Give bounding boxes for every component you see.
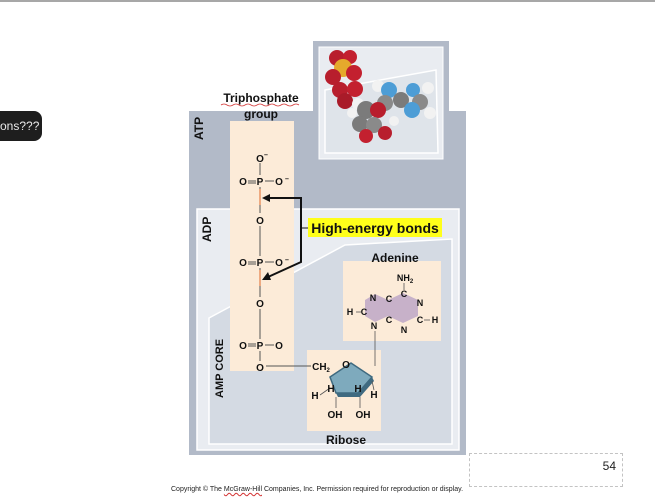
oxygen-atom: O bbox=[275, 177, 283, 188]
nitrogen-atom: N bbox=[370, 293, 377, 303]
spellcheck-squiggle bbox=[220, 103, 300, 107]
arrow-head-icon bbox=[262, 194, 270, 202]
pyrimidine-ring bbox=[388, 293, 418, 323]
group-label: group bbox=[244, 107, 278, 121]
ribose-ring-edge bbox=[336, 377, 374, 397]
phosphorus-atom: P bbox=[257, 258, 264, 269]
oxygen-atom: O bbox=[256, 154, 264, 165]
ribose-label: Ribose bbox=[326, 433, 366, 447]
phosphorus-atom: P bbox=[257, 177, 264, 188]
adp-label: ADP bbox=[200, 217, 214, 242]
hydrogen-atom: H bbox=[432, 315, 439, 325]
tooltip-bubble: ons??? bbox=[0, 111, 42, 141]
atp-space-filling-model bbox=[325, 50, 436, 143]
carbon-atom: C bbox=[386, 294, 393, 304]
arrow-head-icon bbox=[262, 272, 271, 280]
copyright-company: McGraw-Hill bbox=[223, 486, 262, 493]
high-energy-bonds-label: High-energy bonds bbox=[311, 220, 439, 236]
phosphate-card bbox=[230, 121, 294, 371]
carbon-atom: C bbox=[417, 315, 424, 325]
carbon-atom: C bbox=[361, 307, 368, 317]
page-number: 54 bbox=[602, 459, 616, 473]
imidazole-ring bbox=[365, 294, 388, 322]
copyright-prefix: Copyright © The bbox=[171, 486, 224, 493]
minus-charge: – bbox=[285, 257, 289, 264]
copyright-suffix: Companies, Inc. Permission required for … bbox=[262, 486, 464, 493]
nitrogen-atom: N bbox=[417, 298, 424, 308]
nitrogen-atom: N bbox=[401, 325, 408, 335]
hydrogen-atom: H bbox=[370, 390, 377, 401]
hydrogen-atom: H bbox=[347, 307, 354, 317]
oxygen-atom: O bbox=[256, 299, 264, 310]
oxygen-atom: O bbox=[239, 258, 247, 269]
oxygen-atom: O bbox=[275, 341, 283, 352]
copyright-notice: Copyright © The McGraw-Hill Companies, I… bbox=[171, 486, 463, 493]
tooltip-text: ons??? bbox=[0, 119, 40, 133]
oxygen-atom: O bbox=[256, 363, 264, 374]
hydrogen-atom: H bbox=[327, 384, 334, 395]
triphosphate-label: Triphosphate bbox=[223, 91, 299, 105]
atp-label: ATP bbox=[192, 117, 206, 140]
hydroxyl-group: OH bbox=[356, 410, 371, 421]
bond-bracket bbox=[267, 197, 302, 278]
amino-group: NH2 bbox=[397, 273, 414, 285]
phosphorus-atom: P bbox=[257, 341, 264, 352]
minus-charge: – bbox=[264, 152, 268, 159]
hydroxyl-group: OH bbox=[328, 410, 343, 421]
hydrogen-atom: H bbox=[354, 384, 361, 395]
oxygen-atom: O bbox=[239, 177, 247, 188]
adenine-label: Adenine bbox=[371, 251, 419, 265]
amp-core-label: AMP CORE bbox=[214, 339, 226, 398]
oxygen-atom: O bbox=[256, 216, 264, 227]
minus-charge: – bbox=[285, 176, 289, 183]
hydrogen-atom: H bbox=[311, 391, 318, 402]
top-divider bbox=[0, 0, 655, 2]
ring-oxygen-atom: O bbox=[342, 360, 350, 371]
ribose-bonds bbox=[319, 380, 375, 408]
carbon-atom: C bbox=[401, 289, 408, 299]
adenine-bonds bbox=[356, 283, 430, 366]
ch2-group: CH2 bbox=[312, 362, 330, 374]
nitrogen-atom: N bbox=[371, 321, 378, 331]
page-number-box: 54 bbox=[469, 453, 623, 487]
high-energy-highlight bbox=[308, 218, 442, 237]
oxygen-atom: O bbox=[275, 258, 283, 269]
carbon-atom: C bbox=[386, 315, 393, 325]
oxygen-atom: O bbox=[239, 341, 247, 352]
